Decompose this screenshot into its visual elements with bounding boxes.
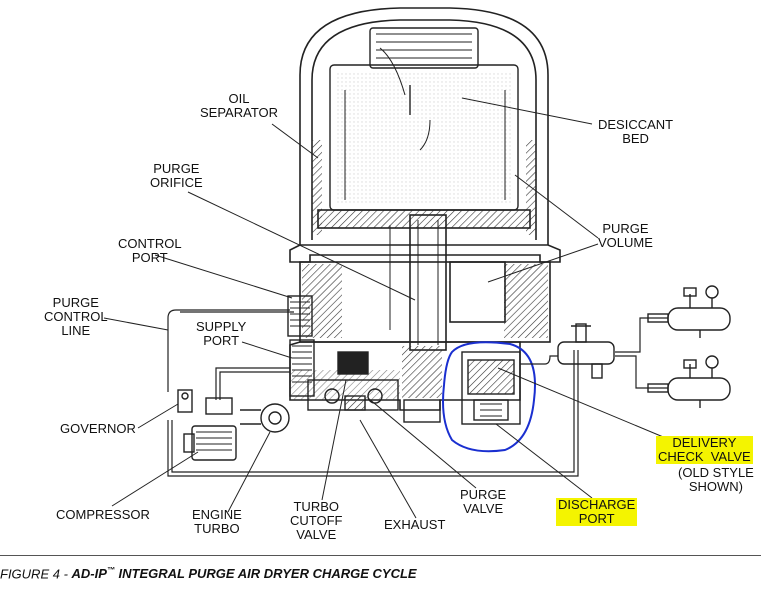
label-governor: GOVERNOR	[60, 421, 136, 436]
label-engine-turbo: ENGINE TURBO	[192, 507, 242, 536]
label-oil-separator: OIL SEPARATOR	[200, 91, 279, 120]
lower-valves	[307, 351, 399, 411]
engine-turbo-drawing	[240, 403, 290, 433]
discharge-valve	[403, 351, 521, 425]
label-purge-orifice: PURGE ORIFICE	[150, 161, 203, 190]
caption-prefix: FIGURE 4 -	[0, 566, 72, 582]
label-control-port: CONTROL PORT	[118, 236, 182, 265]
piping	[167, 309, 668, 477]
annotation-circle	[442, 341, 536, 453]
label-old-style-shown: (OLD STYLE SHOWN)	[678, 465, 754, 494]
label-supply-port: SUPPLY PORT	[196, 319, 247, 348]
tank-assembly	[557, 285, 731, 408]
compressor-drawing	[183, 425, 237, 461]
label-delivery-check-valve: DELIVERY CHECK VALVE	[656, 435, 753, 464]
caption-title: AD-IP	[71, 566, 107, 582]
label-compressor: COMPRESSOR	[56, 507, 150, 522]
caption-rest: INTEGRAL PURGE AIR DRYER CHARGE CYCLE	[114, 566, 417, 582]
label-discharge-port: DISCHARGE PORT	[556, 497, 638, 526]
label-turbo-cutoff-valve: TURBO CUTOFF VALVE	[290, 499, 343, 542]
dryer-body	[289, 209, 561, 411]
leader-lines	[103, 97, 681, 519]
label-purge-volume: PURGE VOLUME	[598, 221, 653, 250]
label-desiccant-bed: DESICCANT BED	[598, 117, 674, 146]
label-exhaust: EXHAUST	[384, 517, 446, 532]
figure-caption: FIGURE 4 - AD-IP™ INTEGRAL PURGE AIR DRY…	[0, 566, 417, 581]
caption-separator	[0, 555, 761, 556]
desiccant-cartridge	[329, 27, 519, 211]
governor-drawing	[177, 389, 233, 415]
label-purge-valve: PURGE VALVE	[460, 487, 507, 516]
caption-trademark: ™	[106, 566, 115, 575]
label-purge-control-line: PURGE CONTROL LINE	[44, 295, 108, 338]
